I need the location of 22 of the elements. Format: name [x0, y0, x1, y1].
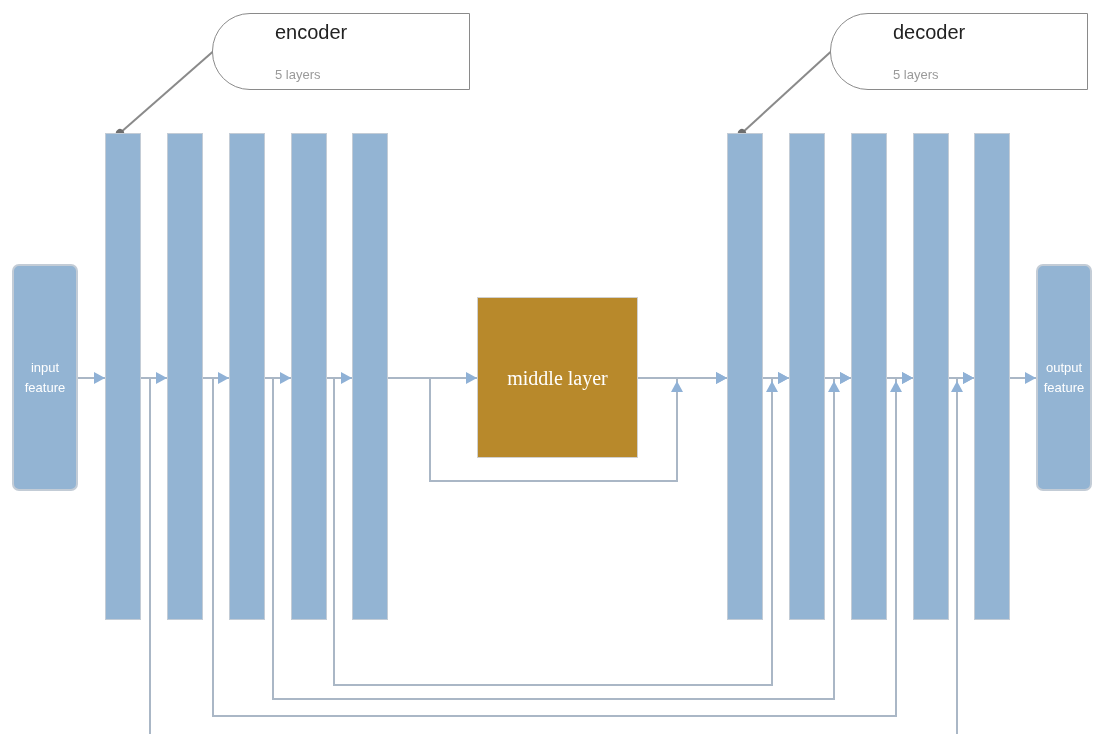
- callout-box: [212, 13, 470, 90]
- callout-subtitle: 5 layers: [275, 66, 322, 83]
- layer-bar: [851, 133, 887, 620]
- layer-bar: [105, 133, 141, 620]
- layer-bar: [789, 133, 825, 620]
- callout-subtitle: 5 layers: [893, 66, 940, 83]
- callout-box: [830, 13, 1088, 90]
- layer-bar: [352, 133, 388, 620]
- callout-title: encoder: [275, 20, 349, 45]
- feature-box: [12, 264, 78, 491]
- layer-bar: [291, 133, 327, 620]
- middle-layer-box: [477, 297, 638, 458]
- box-label: output feature: [1042, 359, 1086, 397]
- box-label: middle layer: [507, 365, 608, 392]
- layer-bar: [229, 133, 265, 620]
- feature-box: [1036, 264, 1092, 491]
- layer-bar: [974, 133, 1010, 620]
- box-label: input feature: [23, 359, 67, 397]
- layer-bar: [167, 133, 203, 620]
- layer-bar: [913, 133, 949, 620]
- callout-title: decoder: [893, 20, 967, 45]
- layer-bar: [727, 133, 763, 620]
